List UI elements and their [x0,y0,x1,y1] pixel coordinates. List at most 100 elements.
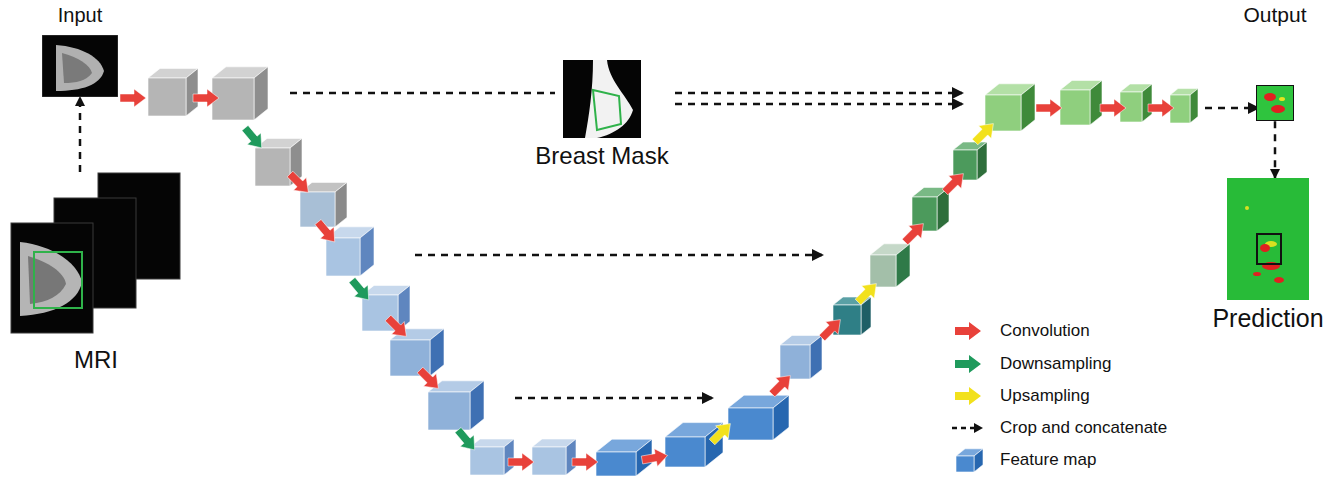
cube-front [956,456,974,472]
convolution-arrow [1148,99,1174,117]
convolution-arrow [572,453,598,471]
prediction-map [1227,178,1309,300]
feature-map [728,395,789,440]
cube-side [896,244,910,287]
cube-side [254,67,268,120]
legend-swatch [950,413,986,443]
image-node: Input [35,4,125,97]
skip-connection [675,103,962,106]
feature-map [956,449,983,472]
feature-map [665,423,723,467]
convolution-arrow [193,89,219,107]
legend-dash [952,427,974,430]
downsampling-arrow [238,122,269,153]
cube-front [728,408,773,440]
upsampling-arrow [852,277,883,308]
cube-side [1190,89,1198,123]
cube-front [326,238,360,276]
cube-front [212,78,254,120]
legend-row: Convolution [950,316,1090,346]
cube-side [1142,84,1152,122]
cube-side [566,439,576,475]
legend-dash-head [974,423,983,433]
cube-front [255,148,290,186]
node-label: Prediction [1212,304,1323,333]
skip-connection [415,254,822,257]
input-image [42,35,118,97]
legend-swatch [950,381,986,411]
dashed-connector [79,97,82,172]
node-image [42,35,118,97]
convolution-arrow [508,453,534,471]
cube-side [977,142,987,180]
legend-label: Feature map [1000,450,1096,470]
breast-mask-image [563,60,641,138]
legend-label: Upsampling [1000,386,1090,406]
cube-side [504,439,514,475]
legend-swatch [950,316,986,346]
cube-front [428,392,470,430]
convolution-arrow [284,168,315,199]
feature-map [390,329,444,376]
upsampling-arrow [706,417,737,448]
legend-row: Feature map [950,445,1096,475]
upsampling-arrow [969,117,1000,148]
feature-map [1170,89,1198,123]
convolution-arrow [414,364,445,395]
cube-front [780,345,810,379]
convolution-arrow [640,447,669,469]
convolution-arrow [899,217,930,248]
node-image [563,60,641,138]
cube-side [773,395,789,440]
legend-arrow [955,322,981,340]
cube-front [300,192,335,227]
node-image [1227,178,1309,300]
skip-connection [675,92,962,95]
node-image [1256,85,1294,121]
convolution-arrow [311,216,342,247]
cube-front [148,78,186,116]
convolution-arrow [120,89,146,107]
mri-stack [10,172,182,334]
cube-side [470,381,484,430]
feature-map [148,68,198,116]
cube-front [870,255,896,287]
legend-arrow [955,355,981,373]
legend-row: Downsampling [950,349,1112,379]
cube-front [665,437,705,467]
skip-connection [515,397,712,400]
legend-label: Convolution [1000,321,1090,341]
feature-map [470,439,514,475]
convolution-arrow [1100,99,1126,117]
skip-connection [290,92,555,95]
legend-swatch [950,349,986,379]
convolution-arrow [939,167,970,198]
node-label: Output [1243,3,1306,27]
legend-label: Crop and concatenate [1000,418,1167,438]
cube-side [360,227,374,276]
feature-map [212,67,268,120]
legend-label: Downsampling [1000,354,1112,374]
legend-arrow [955,387,981,405]
image-node: Prediction [1203,178,1333,333]
image-node: MRI [8,172,184,374]
feature-map [1120,84,1152,122]
legend-swatch [950,445,986,475]
output-map [1256,85,1294,121]
convolution-arrow [766,369,797,400]
node-image [10,172,182,334]
cube-side [1090,80,1102,125]
cube-front [532,447,566,475]
cube-side [335,182,347,227]
image-node: Output [1235,3,1315,121]
node-label: Breast Mask [535,142,668,170]
convolution-arrow [382,312,413,343]
downsampling-arrow [451,424,482,455]
image-node: Breast Mask [512,60,692,170]
cube-side [430,329,444,376]
downsampling-arrow [345,274,376,305]
node-label: Input [58,4,102,27]
